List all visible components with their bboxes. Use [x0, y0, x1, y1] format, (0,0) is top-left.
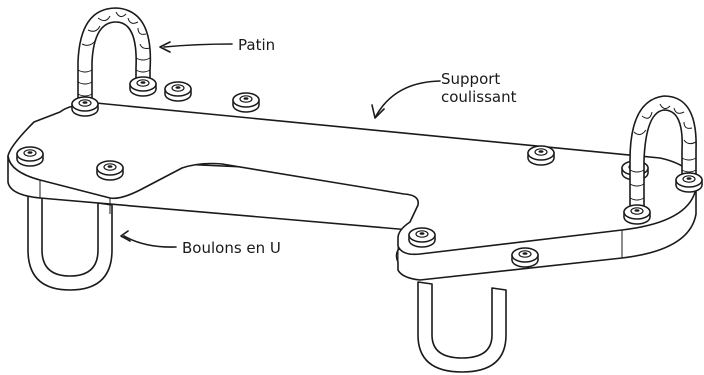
nut: [16, 146, 44, 167]
u-bolt-right: [417, 281, 507, 373]
nut: [96, 160, 124, 181]
skid-right: [623, 95, 703, 225]
nut: [511, 247, 539, 268]
leader-support: [371, 80, 441, 119]
leader-boulons: [120, 230, 177, 248]
nut: [527, 145, 555, 166]
nut: [408, 227, 436, 248]
nut: [232, 92, 260, 113]
nut: [164, 81, 192, 102]
u-bolt-left: [27, 195, 113, 291]
label-support-line2: coulissant: [441, 88, 517, 106]
leader-patin: [159, 41, 233, 53]
label-boulons-en-u: Boulons en U: [182, 239, 281, 257]
label-support-line1: Support: [441, 70, 501, 88]
label-support-coulissant: Support coulissant: [441, 70, 516, 106]
skid-left: [71, 7, 157, 117]
label-patin: Patin: [238, 36, 276, 54]
